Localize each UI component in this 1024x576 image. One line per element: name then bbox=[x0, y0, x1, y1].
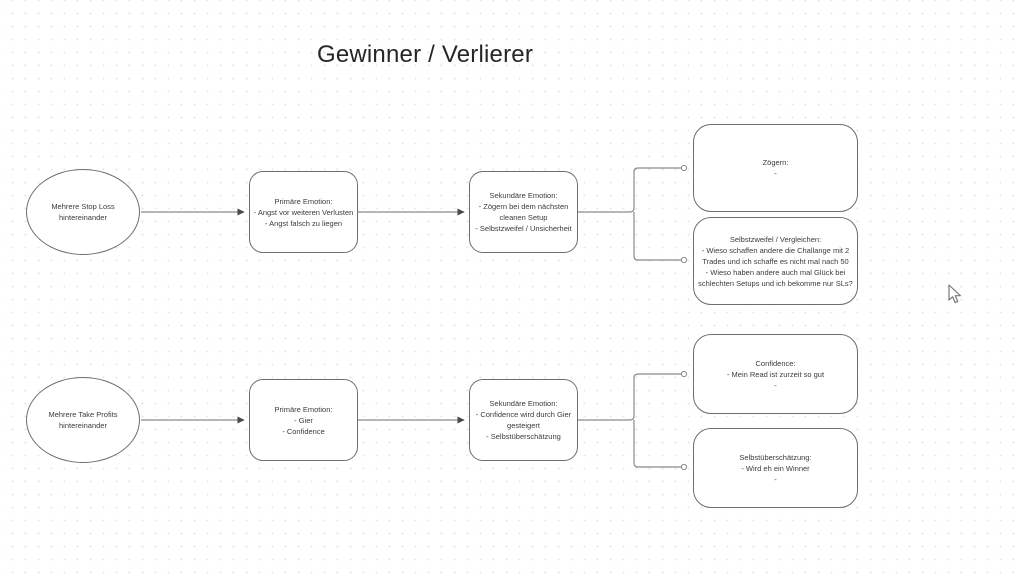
connector-endpoint-dot[interactable] bbox=[680, 256, 688, 264]
node-text: Selbstzweifel / Vergleichen: - Wieso sch… bbox=[698, 234, 853, 288]
node-stop-loss-primary-emotion[interactable]: Primäre Emotion: - Angst vor weiteren Ve… bbox=[249, 171, 358, 253]
node-text: Primäre Emotion: - Gier - Confidence bbox=[274, 404, 333, 436]
node-text: Primäre Emotion: - Angst vor weiteren Ve… bbox=[253, 196, 354, 228]
node-outcome-confidence[interactable]: Confidence: - Mein Read ist zurzeit so g… bbox=[693, 334, 858, 414]
node-outcome-hesitation[interactable]: Zögern: - bbox=[693, 124, 858, 212]
node-take-profit-source[interactable]: Mehrere Take Profits hintereinander bbox=[26, 377, 140, 463]
node-text: Sekundäre Emotion: - Zögern bei dem näch… bbox=[475, 191, 572, 233]
node-text: Zögern: - bbox=[762, 158, 789, 178]
connector-tp-secondary-to-overconfidence[interactable] bbox=[633, 420, 681, 468]
node-take-profit-primary-emotion[interactable]: Primäre Emotion: - Gier - Confidence bbox=[249, 379, 358, 461]
connector-endpoint-dot[interactable] bbox=[680, 463, 688, 471]
node-stop-loss-secondary-emotion[interactable]: Sekundäre Emotion: - Zögern bei dem näch… bbox=[469, 171, 578, 253]
node-take-profit-secondary-emotion[interactable]: Sekundäre Emotion: - Confidence wird dur… bbox=[469, 379, 578, 461]
node-outcome-overconfidence[interactable]: Selbstüberschätzung: - Wird eh ein Winne… bbox=[693, 428, 858, 508]
node-text: Confidence: - Mein Read ist zurzeit so g… bbox=[726, 358, 825, 390]
node-text: Selbstüberschätzung: - Wird eh ein Winne… bbox=[739, 452, 812, 484]
connector-sl-secondary-to-hesitation[interactable] bbox=[578, 167, 681, 213]
node-text: Mehrere Stop Loss hintereinander bbox=[51, 202, 115, 222]
node-outcome-self-doubt[interactable]: Selbstzweifel / Vergleichen: - Wieso sch… bbox=[693, 217, 858, 305]
node-text: Sekundäre Emotion: - Confidence wird dur… bbox=[475, 399, 572, 441]
diagram-title[interactable]: Gewinner / Verlierer bbox=[316, 41, 534, 68]
connector-endpoint-dot[interactable] bbox=[680, 370, 688, 378]
connector-sl-secondary-to-doubt[interactable] bbox=[633, 212, 681, 261]
connector-endpoint-dot[interactable] bbox=[680, 164, 688, 172]
mouse-cursor-icon bbox=[948, 284, 961, 304]
node-stop-loss-source[interactable]: Mehrere Stop Loss hintereinander bbox=[26, 169, 140, 255]
node-text: Mehrere Take Profits hintereinander bbox=[48, 410, 118, 430]
connector-tp-secondary-to-confidence[interactable] bbox=[578, 373, 681, 421]
